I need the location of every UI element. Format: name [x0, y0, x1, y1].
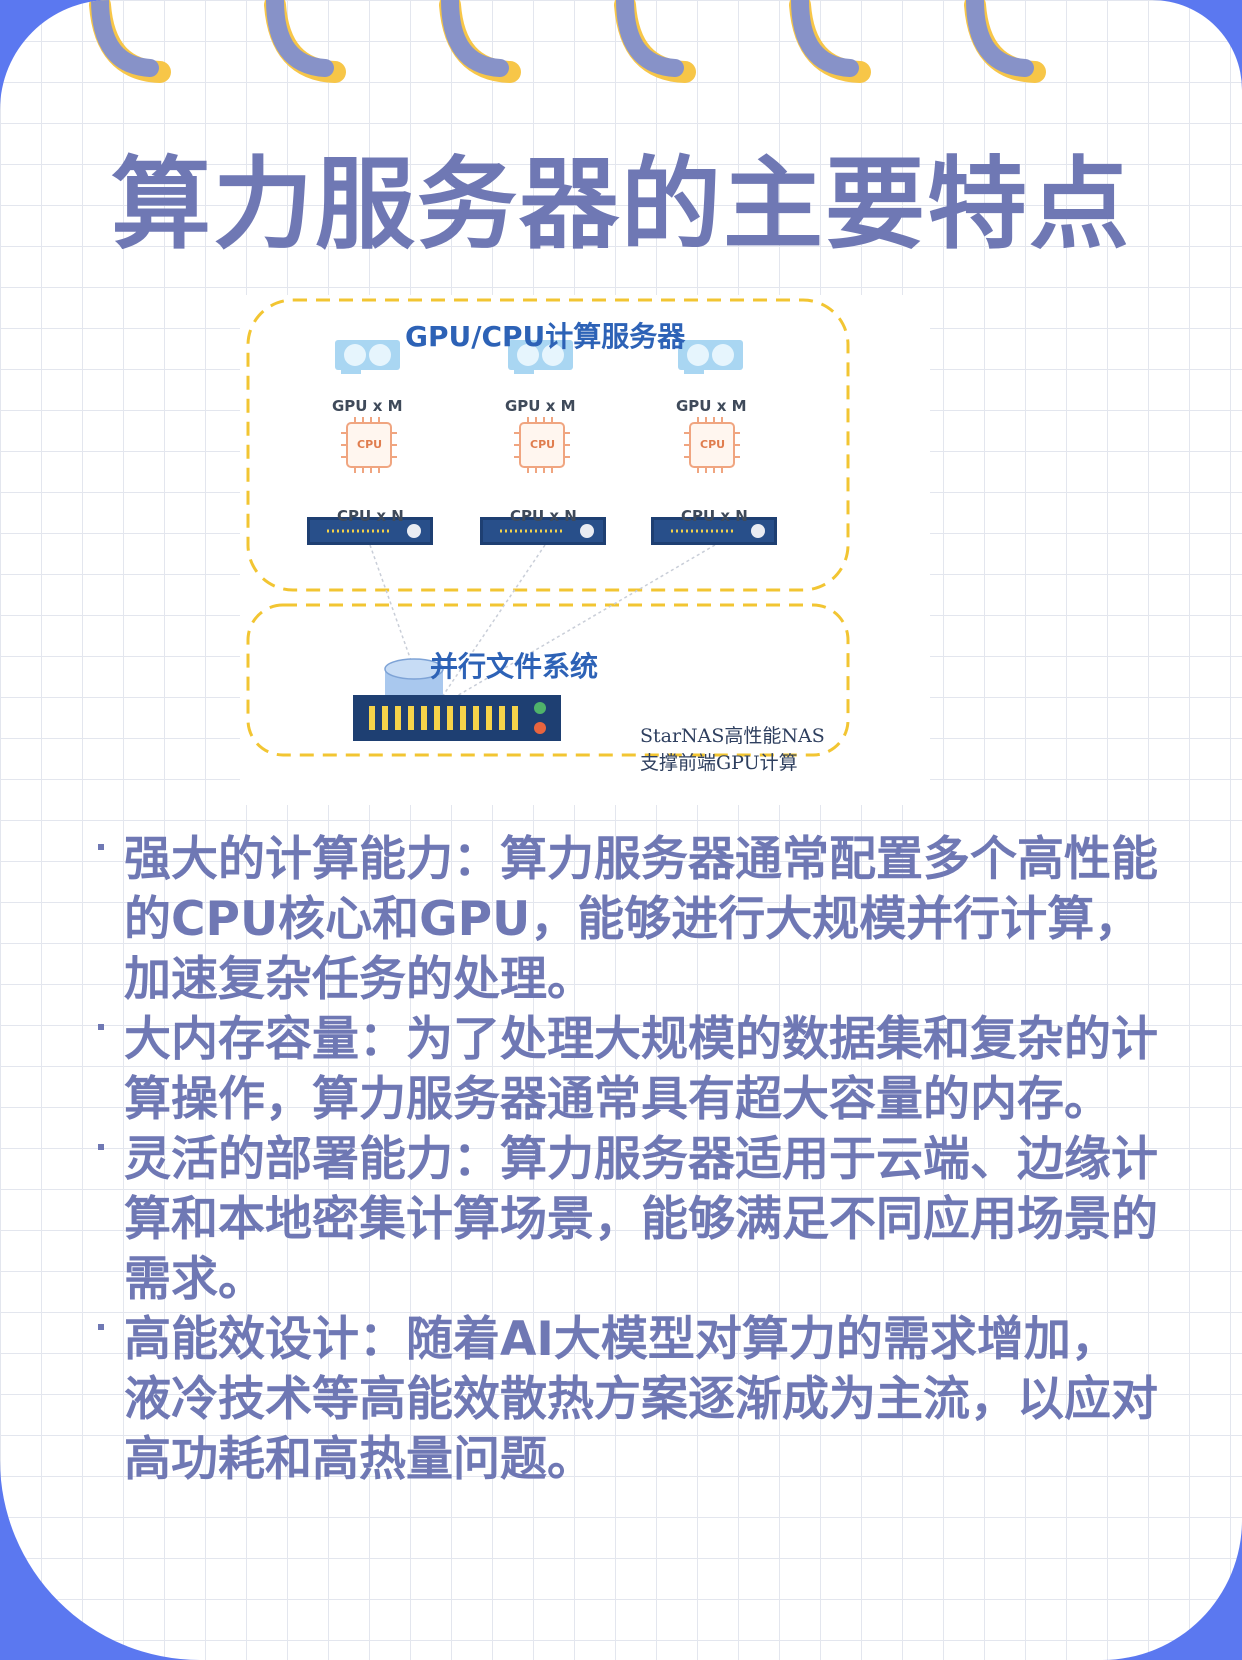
list-item-text: 高能效设计：随着AI大模型对算力的需求增加，液冷技术等高能效散热方案逐渐成为主流… — [124, 1312, 1158, 1487]
nas-device-icon — [353, 695, 561, 741]
cpu-chip-label: CPU — [357, 438, 383, 451]
cpu-chip-icon — [514, 417, 570, 473]
server-diagram: GPU/CPU计算服务器 GPU x M GPU x M GPU x M CPU… — [240, 295, 930, 805]
nas-caption-line2: 支撑前端GPU计算 — [640, 752, 798, 774]
gpu-icon — [508, 340, 573, 374]
list-item: 强大的计算能力：算力服务器通常配置多个高性能的CPU核心和GPU，能够进行大规模… — [98, 830, 1158, 1010]
cpu-label: CPU x N — [337, 507, 404, 525]
rack-server-icon — [480, 517, 606, 545]
list-item-text: 强大的计算能力：算力服务器通常配置多个高性能的CPU核心和GPU，能够进行大规模… — [124, 832, 1158, 1007]
nas-caption: StarNAS高性能NAS 支撑前端GPU计算 — [640, 723, 825, 777]
bullet-dot — [98, 1024, 104, 1030]
list-item: 灵活的部署能力：算力服务器适用于云端、边缘计算和本地密集计算场景，能够满足不同应… — [98, 1130, 1158, 1310]
bullet-dot — [98, 844, 104, 850]
gpu-icon — [335, 340, 400, 374]
diagram-graphics — [246, 298, 850, 757]
storage-container — [246, 603, 850, 757]
list-item-text: 大内存容量：为了处理大规模的数据集和复杂的计算操作，算力服务器通常具有超大容量的… — [124, 1012, 1158, 1127]
diagram-title: GPU/CPU计算服务器 — [405, 320, 686, 353]
list-item: 高能效设计：随着AI大模型对算力的需求增加，液冷技术等高能效散热方案逐渐成为主流… — [98, 1310, 1158, 1490]
bullet-dot — [98, 1324, 104, 1330]
gpu-label: GPU x M — [332, 397, 403, 415]
bullet-dot — [98, 1144, 104, 1150]
connection-lines — [369, 544, 716, 701]
rack-server-icon — [651, 517, 777, 545]
cpu-label: CPU x N — [510, 507, 577, 525]
gpu-label: GPU x M — [505, 397, 576, 415]
cpu-chip-label: CPU — [700, 438, 726, 451]
binder-rings — [89, 0, 1046, 83]
gpu-icon — [678, 340, 743, 374]
cpu-label: CPU x N — [681, 507, 748, 525]
feature-list: 强大的计算能力：算力服务器通常配置多个高性能的CPU核心和GPU，能够进行大规模… — [98, 830, 1158, 1490]
cpu-chip-icon — [341, 417, 397, 473]
list-item-text: 灵活的部署能力：算力服务器适用于云端、边缘计算和本地密集计算场景，能够满足不同应… — [124, 1132, 1158, 1307]
rack-server-icon — [307, 517, 433, 545]
list-item: 大内存容量：为了处理大规模的数据集和复杂的计算操作，算力服务器通常具有超大容量的… — [98, 1010, 1158, 1130]
page-title: 算力服务器的主要特点 — [111, 146, 1131, 263]
cpu-chip-icon — [684, 417, 740, 473]
storage-title: 并行文件系统 — [430, 650, 599, 683]
gpu-label: GPU x M — [676, 397, 747, 415]
cpu-chip-label: CPU — [530, 438, 556, 451]
compute-container — [246, 298, 850, 592]
nas-caption-line1: StarNAS高性能NAS — [640, 725, 825, 747]
